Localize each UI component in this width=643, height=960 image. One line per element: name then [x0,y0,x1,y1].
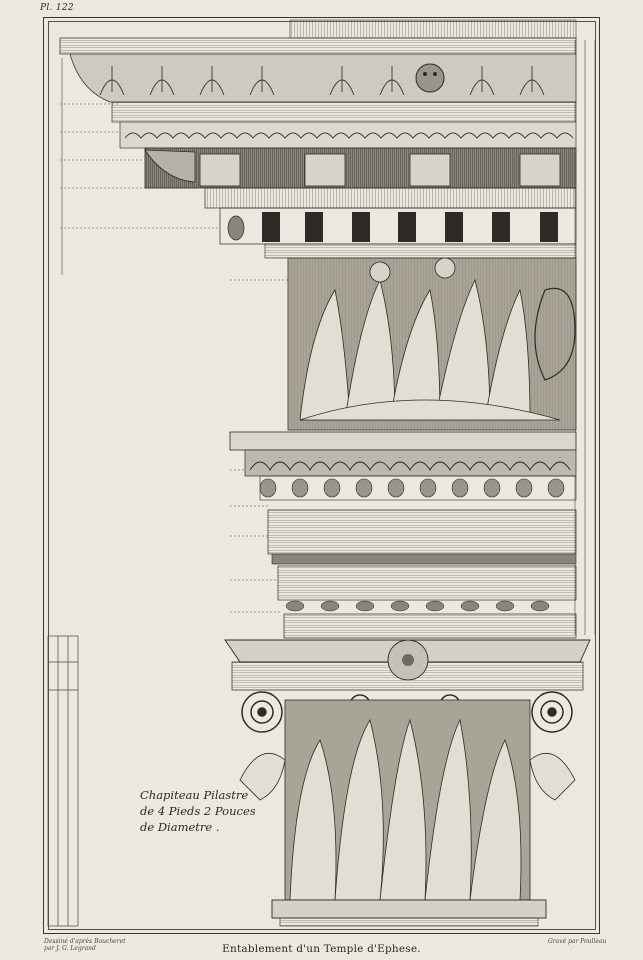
cornice [59,19,577,259]
frieze [287,257,577,431]
drawn-credit-line-1: Dessiné d'après Boucheret [44,938,126,945]
caption-line-2: de 4 Pieds 2 Pouces [140,804,256,818]
capital-caption: Chapiteau Pilastre de 4 Pieds 2 Pouces d… [140,787,256,835]
architrave [229,431,577,639]
plate-frame-outer [43,17,600,934]
corinthian-capital [224,639,591,927]
scale-bar [47,635,79,927]
plate-title: Entablement d'un Temple d'Ephese. [222,943,421,955]
caption-line-1: Chapiteau Pilastre [140,788,249,802]
caption-line-3: de Diametre . [140,820,220,834]
plate-number: Pl. 122 [40,3,74,13]
drawn-by-credit: Dessiné d'après Boucheret par J. G. Legr… [44,938,126,952]
engraved-by-credit: Gravé par Poulleau [548,938,607,945]
drawn-credit-line-2: par J. G. Legrand [44,945,96,952]
